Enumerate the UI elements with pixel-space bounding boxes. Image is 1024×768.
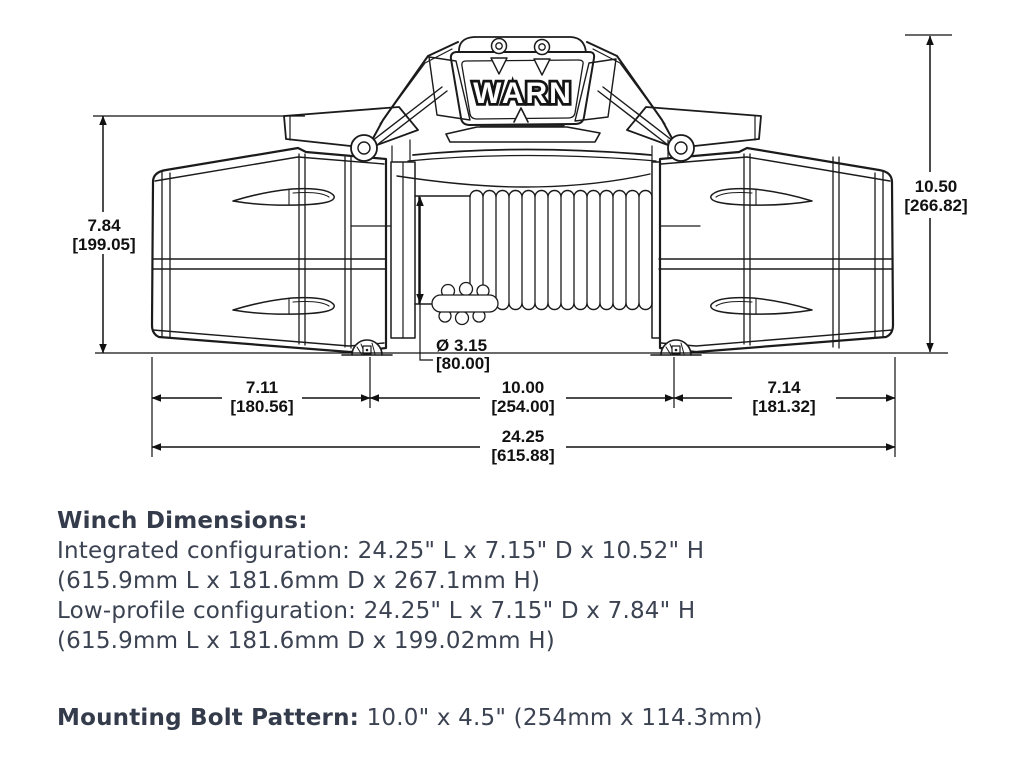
motor-housing-left bbox=[150, 146, 392, 354]
cover-bolt-icon bbox=[533, 38, 551, 56]
dim-width-overall-in: 24.25 bbox=[502, 427, 545, 446]
dim-width-center-in: 10.00 bbox=[502, 378, 545, 397]
spec-line-low-profile-metric: (615.9mm L x 181.6mm D x 199.02mm H) bbox=[57, 628, 555, 654]
dim-height-overall-in: 10.50 bbox=[915, 177, 958, 196]
mounting-bolt-pattern: Mounting Bolt Pattern: 10.0" x 4.5" (254… bbox=[57, 705, 763, 731]
left-tie-bar bbox=[283, 106, 419, 149]
right-tie-bar bbox=[626, 106, 762, 149]
pivot-bolt-icon bbox=[350, 134, 378, 162]
winch-dimensions-section: Winch Dimensions: Integrated configurati… bbox=[57, 506, 837, 656]
dim-height-overall-mm: [266.82] bbox=[904, 196, 967, 215]
mounting-bolt-pattern-value: 10.0" x 4.5" (254mm x 114.3mm) bbox=[366, 705, 763, 731]
dim-width-overall-mm: [615.88] bbox=[491, 446, 554, 465]
rope-anchor bbox=[431, 281, 499, 326]
winch-dimensions-heading: Winch Dimensions: bbox=[57, 508, 308, 534]
dim-height-low-mm: [199.05] bbox=[72, 235, 135, 254]
dim-drum-diameter-mm: [80.00] bbox=[436, 354, 490, 373]
mounting-feet bbox=[341, 339, 702, 356]
dim-width-center-mm: [254.00] bbox=[491, 397, 554, 416]
dim-width-left-mm: [180.56] bbox=[230, 397, 293, 416]
mounting-bolt-pattern-label: Mounting Bolt Pattern: bbox=[57, 705, 360, 731]
pivot-bolt-icon bbox=[667, 134, 695, 162]
dim-width-right-in: 7.14 bbox=[767, 378, 801, 397]
pivot-bolts bbox=[350, 134, 695, 162]
brand-plate bbox=[449, 51, 596, 126]
spec-line-integrated-metric: (615.9mm L x 181.6mm D x 267.1mm H) bbox=[57, 568, 541, 594]
winch-technical-drawing: WARN 7.84 [199.05] 10.50 [266.82] 7.11 [… bbox=[72, 34, 968, 465]
warn-logo: WARN bbox=[473, 77, 573, 110]
control-box bbox=[283, 36, 762, 162]
spec-line-low-profile: Low-profile configuration: 24.25" L x 7.… bbox=[57, 598, 696, 624]
dim-width-left-in: 7.11 bbox=[246, 378, 278, 397]
dim-width-right-mm: [181.32] bbox=[752, 397, 815, 416]
dimension-annotations: 7.84 [199.05] 10.50 [266.82] 7.11 [180.5… bbox=[72, 34, 968, 465]
rope-coils bbox=[469, 189, 653, 198]
dim-drum-diameter-in: Ø 3.15 bbox=[436, 336, 487, 355]
cover-bolt-icon bbox=[490, 37, 508, 55]
spec-line-integrated: Integrated configuration: 24.25" L x 7.1… bbox=[57, 538, 705, 564]
rope-drum bbox=[390, 139, 679, 339]
dim-height-low-in: 7.84 bbox=[87, 216, 121, 235]
gear-housing-right bbox=[658, 146, 895, 354]
